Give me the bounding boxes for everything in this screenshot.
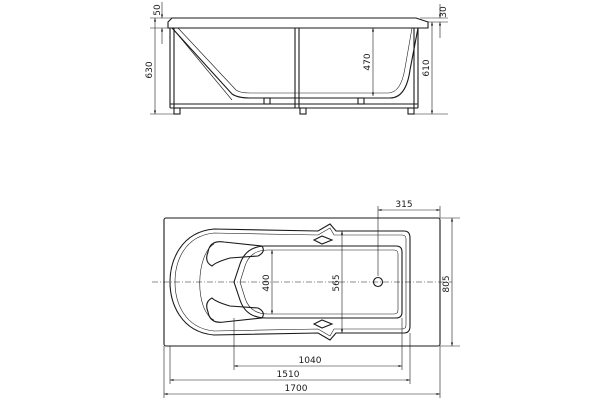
- dim-total-length: 1700: [285, 384, 308, 394]
- side-view: 50 630 30 610 470: [145, 2, 449, 115]
- side-dim-right: 30 610: [414, 4, 449, 115]
- top-grip-upper: [312, 235, 334, 245]
- top-armrest-upper: [206, 241, 264, 267]
- side-tub-shell: [171, 27, 419, 99]
- top-grip-lower: [312, 319, 334, 329]
- dim-inner-depth: 470: [363, 53, 373, 70]
- top-armrest-lower: [206, 297, 264, 323]
- top-inner-basin: [233, 245, 403, 319]
- top-dim-width: 805: [440, 217, 460, 347]
- dim-height-right: 610: [422, 59, 432, 76]
- top-view: 315 805 565 400 1040: [152, 200, 460, 398]
- side-rim: [167, 17, 429, 29]
- dim-rim-left: 50: [153, 4, 163, 16]
- top-dim-drain: 315: [377, 200, 441, 276]
- top-dim-inner-length: 1040: [233, 318, 403, 370]
- side-frame: [169, 28, 419, 115]
- top-dim-total-length: 1700: [163, 346, 441, 398]
- top-dim-inner-width: 565: [332, 231, 344, 333]
- dim-inner-width: 565: [332, 274, 342, 291]
- dim-seat-width: 400: [262, 274, 272, 291]
- drain-hole: [372, 276, 384, 288]
- dim-bowl-length: 1510: [277, 370, 300, 380]
- dim-inner-length: 1040: [299, 356, 322, 366]
- dim-rim-right: 30: [439, 6, 449, 18]
- dim-drain-offset: 315: [395, 200, 412, 210]
- side-dim-depth: 470: [363, 28, 375, 96]
- top-dim-seat-width: 400: [262, 250, 274, 314]
- dim-height-left: 630: [145, 61, 155, 78]
- dim-width-total: 805: [442, 275, 452, 292]
- side-dim-left: 50 630: [145, 2, 176, 115]
- top-bowl-outer: [169, 223, 411, 341]
- top-dim-bowl-length: 1510: [169, 333, 411, 384]
- top-headrest: [199, 243, 215, 321]
